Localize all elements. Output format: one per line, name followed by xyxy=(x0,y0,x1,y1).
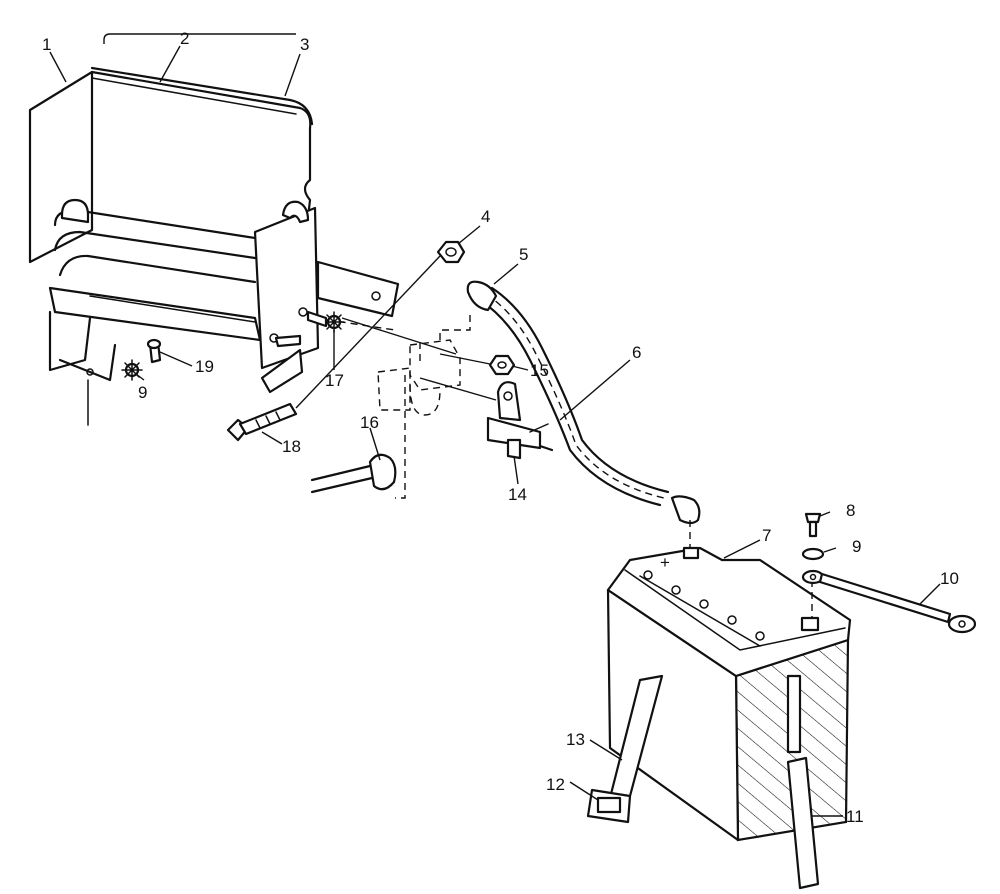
callout-15: 15 xyxy=(530,361,549,380)
callout-5: 5 xyxy=(519,245,528,264)
callout-labels: 1 2 3 4 5 6 7 8 9 10 11 12 13 14 15 16 1… xyxy=(42,29,959,826)
callout-9-right: 9 xyxy=(852,537,861,556)
leader-lines xyxy=(49,33,941,817)
positive-terminal-mark: + xyxy=(660,553,670,572)
callout-18: 18 xyxy=(282,437,301,456)
solenoid-relay xyxy=(419,377,554,460)
hardware xyxy=(121,240,516,442)
battery-tray xyxy=(48,198,400,426)
callout-19: 19 xyxy=(195,357,214,376)
callout-14: 14 xyxy=(508,485,527,504)
positive-cable xyxy=(466,280,701,525)
callout-2: 2 xyxy=(180,29,189,48)
callout-8: 8 xyxy=(846,501,855,520)
callout-13: 13 xyxy=(566,730,585,749)
callout-3: 3 xyxy=(300,35,309,54)
callout-9-left: 9 xyxy=(138,383,147,402)
vent-hose xyxy=(786,674,820,890)
callout-11: 11 xyxy=(846,807,864,826)
starter-cable xyxy=(310,453,397,494)
battery: + xyxy=(606,520,852,842)
negative-cable-hardware xyxy=(801,512,977,634)
callout-10: 10 xyxy=(940,569,959,588)
callout-6: 6 xyxy=(632,343,641,362)
callout-7: 7 xyxy=(762,526,771,545)
callout-17: 17 xyxy=(325,371,344,390)
callout-16: 16 xyxy=(360,413,379,432)
callout-4: 4 xyxy=(481,207,490,226)
callout-1: 1 xyxy=(42,35,51,54)
callout-12: 12 xyxy=(546,775,565,794)
